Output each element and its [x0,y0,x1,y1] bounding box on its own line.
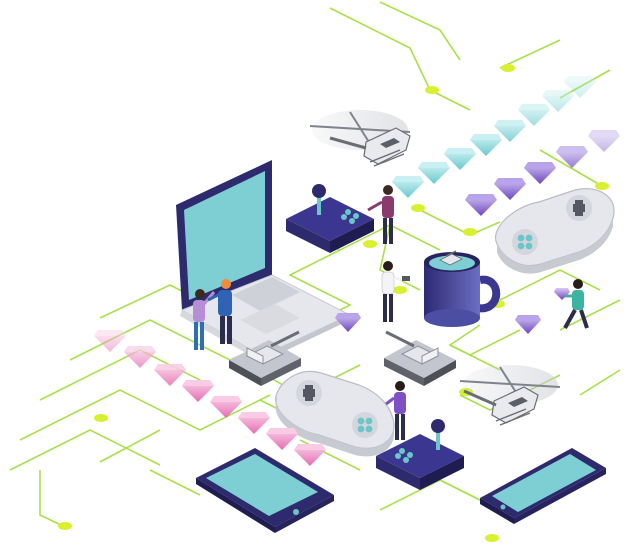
mug-icon [424,250,501,327]
gem-icon [465,194,497,216]
person-icon [385,381,406,440]
gem-icon [154,364,186,386]
gamepad-icon [274,370,395,457]
gem-icon [518,104,550,126]
gem-icon [444,148,476,170]
person-icon [207,279,232,344]
gem-icon [392,176,424,198]
gem-icon [494,178,526,200]
joystick-icon [286,184,374,253]
helicopter-icon [459,365,561,426]
gem-icon [266,428,298,450]
gem-icon [94,330,126,352]
gem-icon [182,380,214,402]
gem-icon [210,396,242,418]
tank-icon [229,330,301,386]
person-icon [381,261,410,322]
gem-icon [542,90,574,112]
helicopter-icon [309,110,411,167]
gem-icon [494,120,526,142]
gem-icon [124,346,156,368]
gem-icon [564,76,596,98]
gem-icon [335,313,361,332]
person-icon [367,185,394,244]
gem-icon [470,134,502,156]
gem-row-teal [392,76,596,198]
joystick-icon [376,419,464,490]
gem-icon [294,444,326,466]
phone-icon [480,448,606,524]
gem-icon [418,162,450,184]
gem-icon [556,146,588,168]
tank-icon [384,330,456,386]
gem-row-purple [335,130,620,334]
tablet-icon [196,448,334,533]
gem-row-pink [94,330,326,466]
gamepad-icon [494,188,615,274]
gem-icon [524,162,556,184]
person-icon [554,279,589,329]
gem-icon [588,130,620,152]
gem-icon [238,412,270,434]
gem-icon [515,315,541,334]
